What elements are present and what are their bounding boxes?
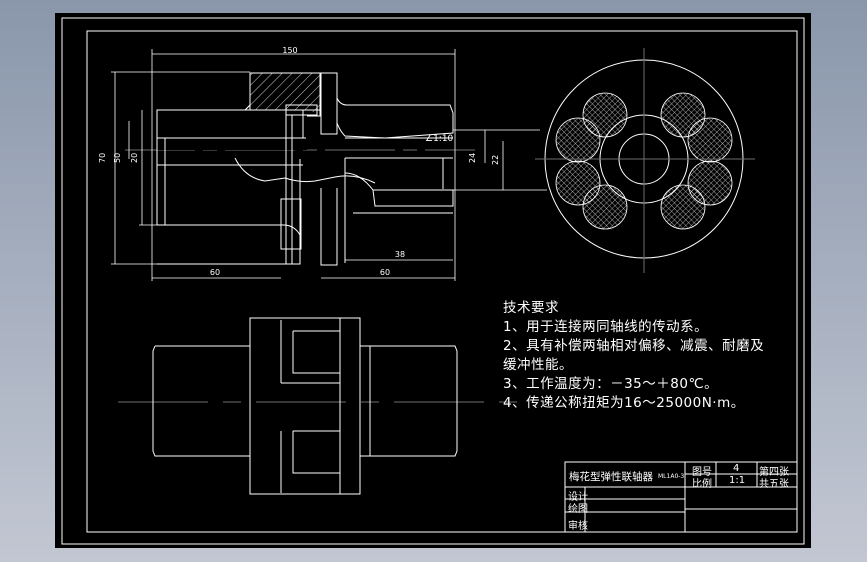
note-item: 缓冲性能。 <box>503 357 573 373</box>
total-sheets-label: 共五张 <box>759 479 789 490</box>
drawing-title-suffix: ML1A0-3 <box>658 473 685 480</box>
dim-left-hub-label: 60 <box>210 268 220 277</box>
dim-hub-dia-label: 50 <box>113 153 122 163</box>
section-view: 150 60 60 38 ∠1:10 70 50 20 24 22 <box>98 46 547 281</box>
drafter-label: 绘图 <box>568 504 588 515</box>
drawing-title: 梅花型弹性联轴器 <box>569 471 653 483</box>
note-item: 1、用于连接两同轴线的传动系。 <box>503 319 709 335</box>
dim-right-bore-label: 38 <box>395 250 405 259</box>
scale-value: 1:1 <box>729 475 746 486</box>
inner-frame <box>86 30 798 533</box>
outer-frame <box>61 17 805 545</box>
notes-heading: 技术要求 <box>503 300 559 316</box>
technical-requirements: 技术要求 1、用于连接两同轴线的传动系。 2、具有补偿两轴相对偏移、减震、耐磨及… <box>503 299 764 413</box>
note-item: 3、工作温度为：－35～＋80℃。 <box>503 376 719 392</box>
taper-label: ∠1:10 <box>425 134 454 144</box>
dim-bore-right-small-label: 22 <box>491 155 500 165</box>
drawing-sheet: 150 60 60 38 ∠1:10 70 50 20 24 22 <box>55 13 811 548</box>
dim-bore-right-large-label: 24 <box>468 153 477 163</box>
note-item: 2、具有补偿两轴相对偏移、减震、耐磨及 <box>503 338 765 354</box>
reviewer-label: 审核 <box>568 521 588 532</box>
dim-overall-label: 150 <box>282 46 297 55</box>
spider-section <box>285 104 318 116</box>
note-item: 4、传递公称扭矩为16～25000N·m。 <box>503 395 745 411</box>
scale-label: 比例 <box>692 479 712 490</box>
drawing-no: 4 <box>733 463 740 474</box>
dim-right-hub-label: 60 <box>380 268 390 277</box>
end-view <box>535 48 755 273</box>
front-view <box>118 317 525 495</box>
cad-drawing: 150 60 60 38 ∠1:10 70 50 20 24 22 <box>61 17 805 545</box>
sheet-label: 第四张 <box>759 467 789 478</box>
dim-outer-dia-label: 70 <box>98 153 107 163</box>
title-block <box>564 461 798 533</box>
drawing-no-label: 图号 <box>692 467 712 478</box>
designer-label: 设计 <box>568 492 588 503</box>
dim-bore-left-label: 20 <box>130 153 139 163</box>
right-hub-jaw-hatch <box>320 72 338 135</box>
